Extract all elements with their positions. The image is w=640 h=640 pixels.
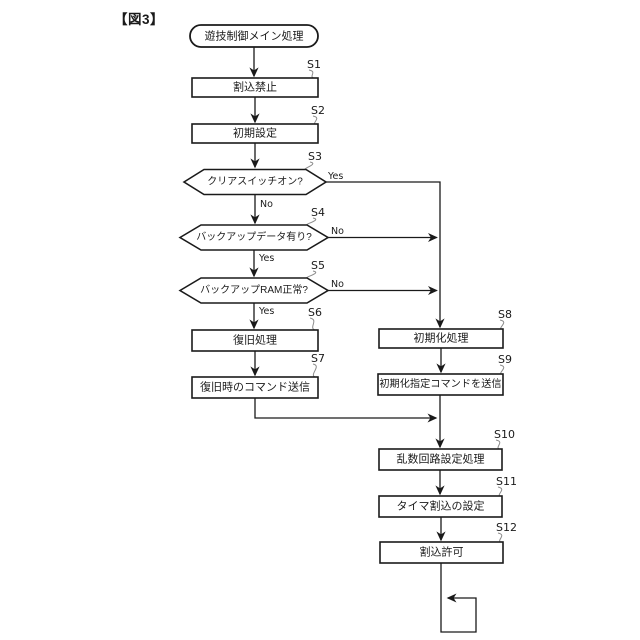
node-s8: 初期化処理	[378, 328, 504, 349]
process-s2-label: 初期設定	[233, 126, 277, 140]
step-label-leaders	[304, 69, 505, 543]
process-s2-shape	[191, 123, 319, 144]
process-s7-label: 復旧時のコマンド送信	[200, 380, 310, 394]
leader-s9	[499, 364, 505, 375]
branch-labels: Yes No No Yes No Yes	[258, 171, 344, 317]
node-s10: 乱数回路設定処理	[378, 448, 503, 471]
process-s10-shape	[378, 448, 503, 471]
decision-s3-label: クリアスイッチオン?	[207, 176, 303, 188]
process-s12-shape	[379, 541, 504, 564]
start-terminator-shape	[189, 24, 319, 48]
decision-s5-shape	[178, 277, 330, 304]
node-s7: 復旧時のコマンド送信	[191, 376, 319, 399]
connectors	[249, 47, 477, 633]
branch-yes-s3: Yes	[327, 171, 343, 182]
step-id-s4: S4	[311, 206, 325, 219]
branch-no-s5: No	[331, 279, 344, 290]
step-id-s10: S10	[494, 428, 515, 441]
connector-s12-loop	[440, 563, 477, 633]
leader-s7	[312, 363, 318, 378]
branch-yes-s4: Yes	[258, 253, 274, 264]
step-id-s3: S3	[308, 150, 322, 163]
process-s9-shape	[377, 373, 504, 396]
decision-s4-label: バックアップデータ有り?	[196, 230, 312, 243]
branch-no-s3: No	[260, 199, 273, 210]
step-id-s12: S12	[496, 521, 517, 534]
decision-s5-label: バックアップRAM正常?	[200, 283, 308, 296]
process-s1-shape	[191, 77, 319, 98]
process-s11-label: タイマ割込の設定	[397, 499, 485, 513]
start-terminator-label: 遊技制御メイン処理	[205, 29, 304, 43]
step-id-labels: S1 S2 S3 S4 S5 S6 S7 S8 S9 S10 S11 S12	[307, 58, 517, 534]
step-id-s5: S5	[311, 259, 325, 272]
node-s4: バックアップデータ有り?	[178, 224, 330, 251]
process-s8-label: 初期化処理	[414, 331, 469, 345]
node-s5: バックアップRAM正常?	[178, 277, 330, 304]
step-id-s8: S8	[498, 308, 512, 321]
branch-no-s4: No	[331, 226, 344, 237]
process-s1-label: 割込禁止	[233, 80, 277, 94]
node-s6: 復旧処理	[191, 329, 319, 352]
leader-s10	[495, 439, 502, 450]
decision-s3-shape	[182, 168, 328, 196]
node-s1: 割込禁止	[191, 77, 319, 98]
step-id-s11: S11	[496, 475, 517, 488]
leader-s11	[497, 486, 503, 497]
step-id-s9: S9	[498, 353, 512, 366]
node-start: 遊技制御メイン処理	[189, 24, 319, 48]
process-s9-label: 初期化指定コマンドを送信	[379, 377, 501, 390]
leader-s6	[309, 317, 318, 331]
leader-s12	[497, 532, 503, 543]
process-s7-shape	[191, 376, 319, 399]
node-s12: 割込許可	[379, 541, 504, 564]
connector-s3-yes-s8	[326, 181, 445, 329]
figure-label: 【図3】	[114, 12, 165, 27]
node-s2: 初期設定	[191, 123, 319, 144]
node-s11: タイマ割込の設定	[378, 495, 503, 518]
process-s6-label: 復旧処理	[233, 334, 277, 347]
process-s12-label: 割込許可	[420, 545, 464, 559]
leader-s8	[499, 319, 505, 330]
step-id-s1: S1	[307, 58, 321, 71]
node-s9: 初期化指定コマンドを送信	[377, 373, 504, 396]
node-s3: クリアスイッチオン?	[182, 168, 328, 196]
process-s11-shape	[378, 495, 503, 518]
step-id-s6: S6	[308, 306, 322, 319]
connector-s7-merge	[254, 398, 438, 423]
decision-s4-shape	[178, 224, 330, 251]
leader-s4	[306, 217, 317, 226]
step-id-s7: S7	[311, 352, 325, 365]
process-s6-shape	[191, 329, 319, 352]
process-s8-shape	[378, 328, 504, 349]
branch-yes-s5: Yes	[258, 306, 274, 317]
leader-s5	[306, 270, 317, 279]
process-s10-label: 乱数回路設定処理	[397, 452, 485, 466]
step-id-s2: S2	[311, 104, 325, 117]
